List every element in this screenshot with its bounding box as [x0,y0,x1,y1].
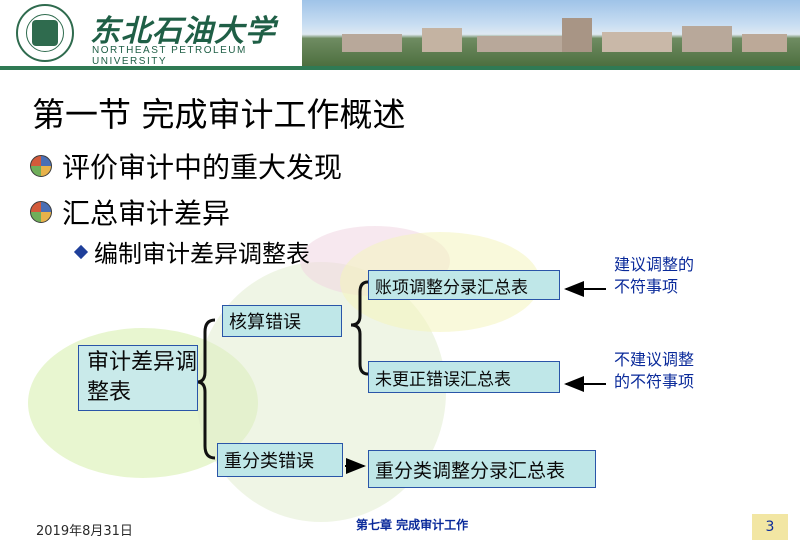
pie-bullet-icon [30,201,52,223]
bullet-item: 汇总审计差异 [30,192,230,232]
footer-date: 2019年8月31日 [36,524,133,539]
sub-bullet-item: 编制审计差异调整表 [73,234,310,269]
note-mid-line1: 不建议调整 [614,350,695,369]
page-number: 3 [752,514,788,540]
branch-box-accounting-error: 核算错误 [222,305,342,337]
note-recommended-adjust: 建议调整的 不符事项 [614,254,694,298]
main-box-label: 审计差异调整表 [87,350,198,405]
university-seal-icon [16,4,74,62]
leaf-box-uncorrected-summary: 未更正错误汇总表 [368,361,560,393]
branch-top-label: 核算错误 [229,312,301,333]
slide-header: 东北石油大学 NORTHEAST PETROLEUM UNIVERSITY [0,0,800,70]
leaf-top-label: 账项调整分录汇总表 [375,277,528,298]
note-top-line2: 不符事项 [614,277,679,296]
leaf-bottom-label: 重分类调整分录汇总表 [375,459,566,482]
note-mid-line2: 的不符事项 [614,372,695,391]
campus-photo [302,0,800,66]
slide-title: 第一节 完成审计工作概述 [32,95,406,134]
brace-main [196,318,216,460]
university-name-cn: 东北石油大学 [90,14,276,49]
bullet-item: 评价审计中的重大发现 [30,146,342,186]
pie-bullet-icon [30,155,52,177]
brace-branch [350,280,369,376]
university-name-en: NORTHEAST PETROLEUM UNIVERSITY [92,45,247,67]
page-number-label: 3 [765,519,775,535]
branch-bottom-label: 重分类错误 [224,451,314,472]
bullet-text: 汇总审计差异 [62,197,231,230]
branch-box-reclass-error: 重分类错误 [217,443,343,477]
note-top-line1: 建议调整的 [614,255,695,274]
footer-chapter: 第七章 完成审计工作 [356,518,469,532]
leaf-mid-label: 未更正错误汇总表 [375,369,511,390]
header-divider [0,66,800,70]
university-logo-area: 东北石油大学 NORTHEAST PETROLEUM UNIVERSITY [0,0,302,67]
leaf-box-reclass-summary: 重分类调整分录汇总表 [368,450,596,488]
bullet-text: 评价审计中的重大发现 [62,151,343,184]
sub-bullet-text: 编制审计差异调整表 [94,240,310,268]
leaf-box-adjustment-summary: 账项调整分录汇总表 [368,270,560,300]
main-box: 审计差异调整表 [78,345,198,411]
note-not-recommended-adjust: 不建议调整 的不符事项 [614,349,694,393]
